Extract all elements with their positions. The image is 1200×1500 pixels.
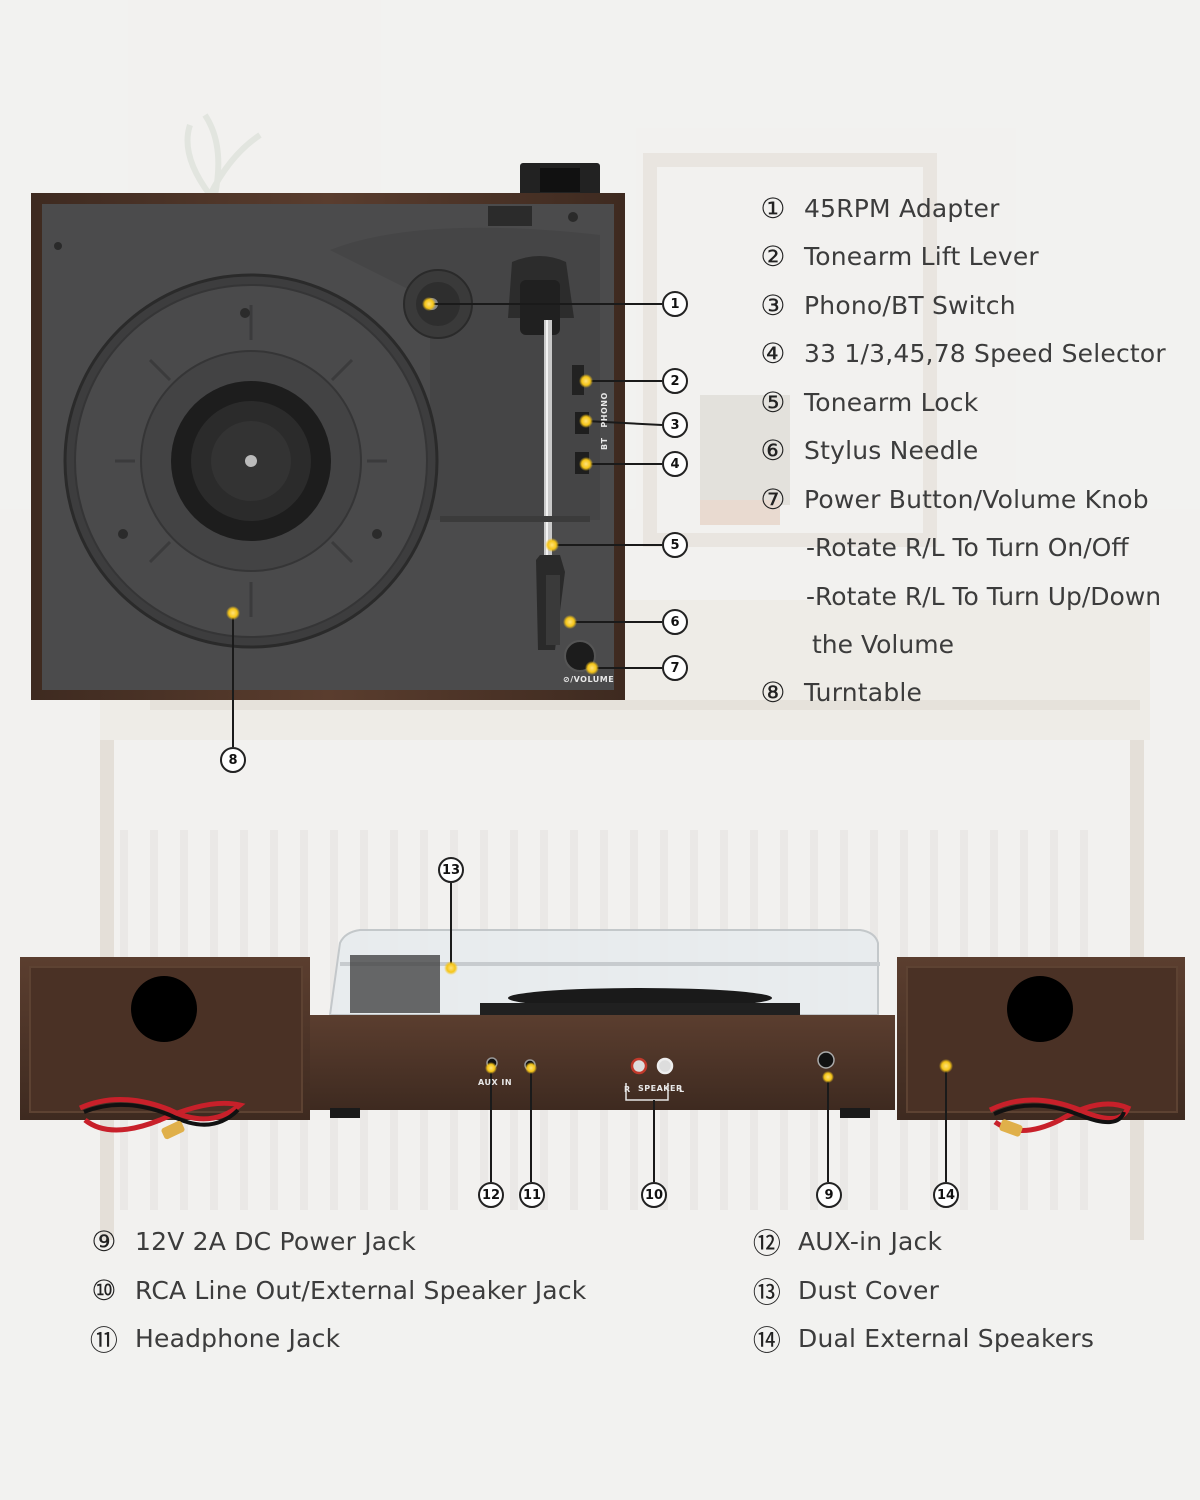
callout-12: 12 (478, 1182, 504, 1208)
legend-number: ⑤ (760, 386, 786, 419)
callout-14: 14 (933, 1182, 959, 1208)
r-label: R (624, 1085, 631, 1094)
callout-13: 13 (438, 857, 464, 883)
callout-9: 9 (816, 1182, 842, 1208)
legend-item: ⑧ Turntable (758, 676, 923, 709)
callout-8: 8 (220, 747, 246, 773)
legend-item: ⑨ 12V 2A DC Power Jack (89, 1225, 416, 1258)
legend-label: Stylus Needle (804, 436, 979, 465)
callout-10: 10 (641, 1182, 667, 1208)
legend-item: ⑩ RCA Line Out/External Speaker Jack (89, 1274, 587, 1307)
aux-in-label: AUX IN (478, 1078, 513, 1087)
legend-label: Dust Cover (798, 1276, 940, 1305)
bt-label: BT (600, 437, 609, 450)
legend-label: Tonearm Lock (804, 388, 979, 417)
turntable-top-view (31, 163, 625, 700)
legend-item: ⑦ Power Button/Volume Knob (758, 483, 1149, 516)
l-label: L (679, 1085, 685, 1094)
legend-number: ③ (760, 289, 786, 322)
legend-number: ⑧ (760, 676, 786, 709)
legend-label: 33 1/3,45,78 Speed Selector (804, 339, 1166, 368)
legend-label: Tonearm Lift Lever (804, 242, 1039, 271)
legend-label: Headphone Jack (135, 1324, 341, 1353)
callout-3: 3 (662, 412, 688, 438)
legend-item: ④ 33 1/3,45,78 Speed Selector (758, 337, 1166, 370)
callout-4: 4 (662, 451, 688, 477)
knob-note: -Rotate R/L To Turn On/Off (806, 533, 1129, 562)
legend-label: Turntable (804, 678, 923, 707)
legend-number: ⑪ (89, 1323, 119, 1357)
legend-number: ⑬ (752, 1275, 782, 1309)
legend-number: ① (760, 192, 786, 225)
speaker-label: SPEAKER (638, 1084, 683, 1093)
legend-label: RCA Line Out/External Speaker Jack (135, 1276, 587, 1305)
legend-item: ② Tonearm Lift Lever (758, 240, 1039, 273)
marker-dots (226, 297, 953, 1083)
knob-note: -Rotate R/L To Turn Up/Down (806, 582, 1162, 611)
legend-label: Dual External Speakers (798, 1324, 1095, 1353)
legend-label: AUX-in Jack (798, 1227, 943, 1256)
legend-number: ⑭ (752, 1323, 782, 1357)
legend-item: ⑥ Stylus Needle (758, 434, 979, 467)
callout-6: 6 (662, 609, 688, 635)
knob-note: the Volume (812, 630, 954, 659)
legend-label: 12V 2A DC Power Jack (135, 1227, 416, 1256)
callout-11: 11 (519, 1182, 545, 1208)
legend-number: ⑩ (91, 1274, 117, 1307)
volume-label: ⊘/VOLUME (563, 675, 615, 684)
legend-number: ⑨ (91, 1225, 117, 1258)
phono-bt-switch-label: BT PHONO (600, 392, 609, 450)
turntable-front-view (20, 929, 1185, 1140)
legend-item: ① 45RPM Adapter (758, 192, 1000, 225)
legend-item: ③ Phono/BT Switch (758, 289, 1016, 322)
legend-number: ⑫ (752, 1226, 782, 1260)
legend-label: Phono/BT Switch (804, 291, 1016, 320)
legend-item: ⑫ AUX-in Jack (752, 1226, 943, 1260)
legend-item: ⑤ Tonearm Lock (758, 386, 979, 419)
legend-item: ⑬ Dust Cover (752, 1275, 940, 1309)
legend-label: 45RPM Adapter (804, 194, 1000, 223)
callout-2: 2 (662, 368, 688, 394)
legend-number: ⑦ (760, 483, 786, 516)
legend-item: ⑪ Headphone Jack (89, 1323, 341, 1357)
callout-7: 7 (662, 655, 688, 681)
leader-lines (232, 303, 947, 1182)
legend-number: ② (760, 240, 786, 273)
legend-item: ⑭ Dual External Speakers (752, 1323, 1095, 1357)
callout-5: 5 (662, 532, 688, 558)
legend-number: ④ (760, 337, 786, 370)
legend-number: ⑥ (760, 434, 786, 467)
phono-label: PHONO (600, 392, 609, 428)
legend-label: Power Button/Volume Knob (804, 485, 1149, 514)
callout-1: 1 (662, 291, 688, 317)
